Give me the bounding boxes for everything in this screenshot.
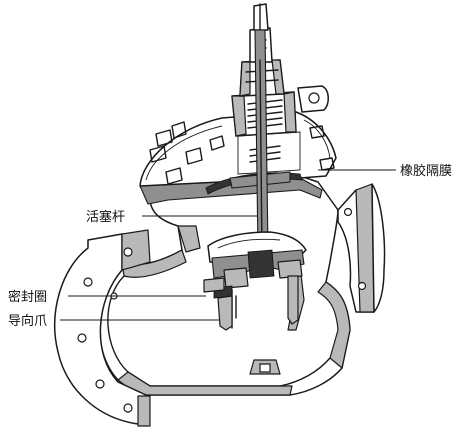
bonnet-bolts: [149, 121, 335, 185]
label-piston-rod: 活塞杆: [86, 209, 125, 225]
flange-bolt-hole: [95, 379, 105, 389]
flange-bolt-hole: [123, 403, 133, 413]
flange-bolt-hole: [343, 207, 353, 217]
outlet-flange: [337, 183, 386, 313]
label-diaphragm: 橡胶隔膜: [400, 163, 452, 179]
valve-disc: [207, 231, 307, 289]
inlet-flange: [54, 229, 151, 427]
flange-bolt-hole: [83, 277, 93, 287]
guide-claw: [217, 275, 299, 331]
lifting-lug-hole: [308, 92, 320, 104]
spring-housing: [231, 91, 297, 163]
label-seal-ring: 密封圈: [8, 289, 47, 305]
valve-body: [98, 175, 351, 396]
flange-bolt-hole: [77, 333, 87, 343]
label-guide-claw: 导向爪: [8, 313, 47, 329]
flange-bolt-hole: [123, 247, 133, 257]
seal-ring: [203, 277, 233, 299]
flange-bolt-hole: [357, 281, 367, 291]
